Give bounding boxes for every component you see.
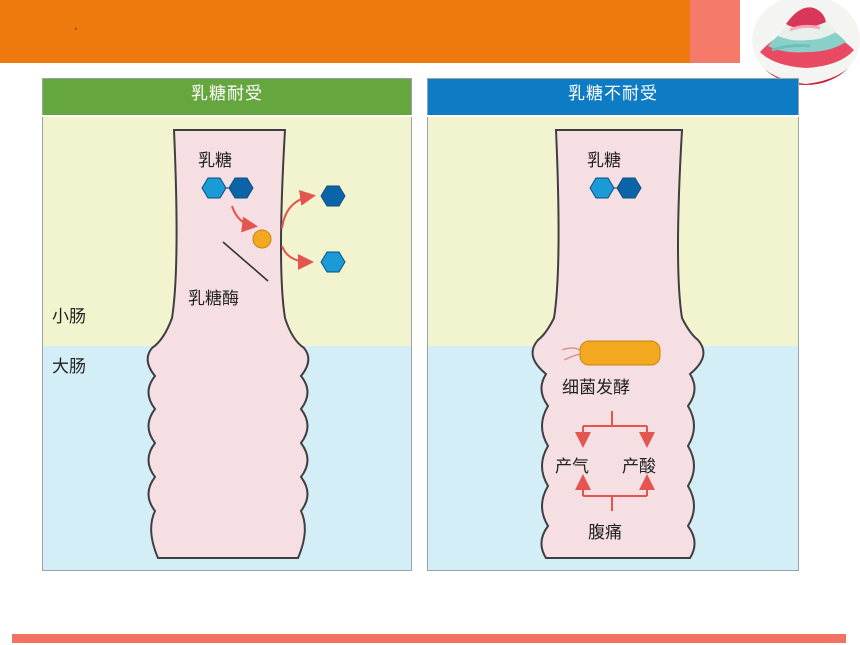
arrow-to-enzyme bbox=[231, 205, 258, 233]
right-panel-title: 乳糖不耐受 bbox=[568, 84, 658, 104]
bacteria-icon bbox=[579, 340, 661, 366]
arrow-to-galactose bbox=[281, 245, 314, 270]
small-intestine-label: 小肠 bbox=[52, 307, 86, 327]
diagram-graphics bbox=[42, 78, 799, 571]
bacteria-fermentation-label: 细菌发酵 bbox=[562, 378, 630, 398]
acid-label: 产酸 bbox=[622, 457, 656, 477]
top-title-bar: · bbox=[0, 0, 690, 63]
dot-mark: · bbox=[74, 22, 78, 36]
lactase-label: 乳糖酶 bbox=[188, 289, 239, 309]
cupcake-image bbox=[750, 0, 860, 86]
free-galactose-icon bbox=[320, 185, 346, 207]
left-header-bar bbox=[42, 78, 412, 116]
left-panel-title: 乳糖耐受 bbox=[191, 84, 263, 104]
free-glucose-icon bbox=[320, 251, 346, 273]
right-header-bar bbox=[427, 78, 799, 116]
lactose-diagram: 乳糖耐受 乳糖不耐受 乳糖 乳糖酶 小肠 大肠 乳糖 细菌发酵 产气 产酸 腹痛 bbox=[42, 78, 799, 571]
accent-block bbox=[690, 0, 740, 63]
abdominal-pain-label: 腹痛 bbox=[588, 523, 622, 543]
left-galactose-icon bbox=[228, 177, 254, 199]
enzyme-pointer-line bbox=[222, 241, 269, 282]
left-lactose-label: 乳糖 bbox=[198, 151, 232, 171]
bacteria-flagella bbox=[561, 347, 581, 361]
gas-label: 产气 bbox=[555, 457, 589, 477]
right-galactose-icon bbox=[616, 177, 642, 199]
large-intestine-label: 大肠 bbox=[52, 357, 86, 377]
bottom-bar bbox=[12, 634, 846, 643]
arrow-to-glucose bbox=[281, 189, 316, 229]
right-lactose-label: 乳糖 bbox=[587, 151, 621, 171]
lactase-enzyme-icon bbox=[252, 229, 272, 249]
